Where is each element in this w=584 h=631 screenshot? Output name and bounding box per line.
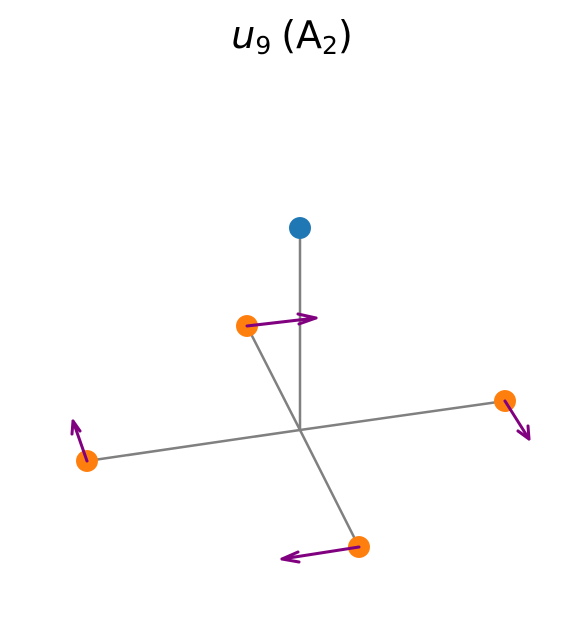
- figure-title: u9 (A2): [231, 13, 353, 60]
- bond-bottom: [298, 428, 361, 549]
- arrow-upper-left-shaft: [245, 316, 318, 328]
- bond-upper-left: [245, 324, 302, 432]
- arrow-upper-left: [245, 312, 318, 328]
- arrow-right-head: [516, 424, 531, 441]
- arrow-upper-left-head: [296, 312, 318, 326]
- arrow-bottom: [280, 545, 361, 564]
- bonds: [85, 226, 507, 549]
- arrow-bottom-head: [280, 550, 301, 564]
- title-close-paren: ): [338, 13, 353, 57]
- title-main-subscript: 9: [255, 31, 271, 60]
- bond-right: [298, 399, 507, 432]
- arrow-left-shaft: [71, 419, 89, 463]
- bond-left: [85, 428, 302, 463]
- atoms: [76, 217, 516, 558]
- title-label: A: [296, 13, 322, 57]
- title-main: u: [231, 13, 255, 57]
- atom-axial: [289, 217, 311, 239]
- title-label-subscript: 2: [322, 31, 338, 60]
- arrow-right-shaft: [503, 399, 531, 441]
- displacement-arrows: [70, 312, 531, 564]
- arrow-left: [70, 419, 89, 463]
- title-open-paren: (: [281, 13, 296, 57]
- arrow-right: [503, 399, 531, 441]
- arrow-left-head: [70, 419, 82, 436]
- arrow-bottom-shaft: [280, 545, 361, 561]
